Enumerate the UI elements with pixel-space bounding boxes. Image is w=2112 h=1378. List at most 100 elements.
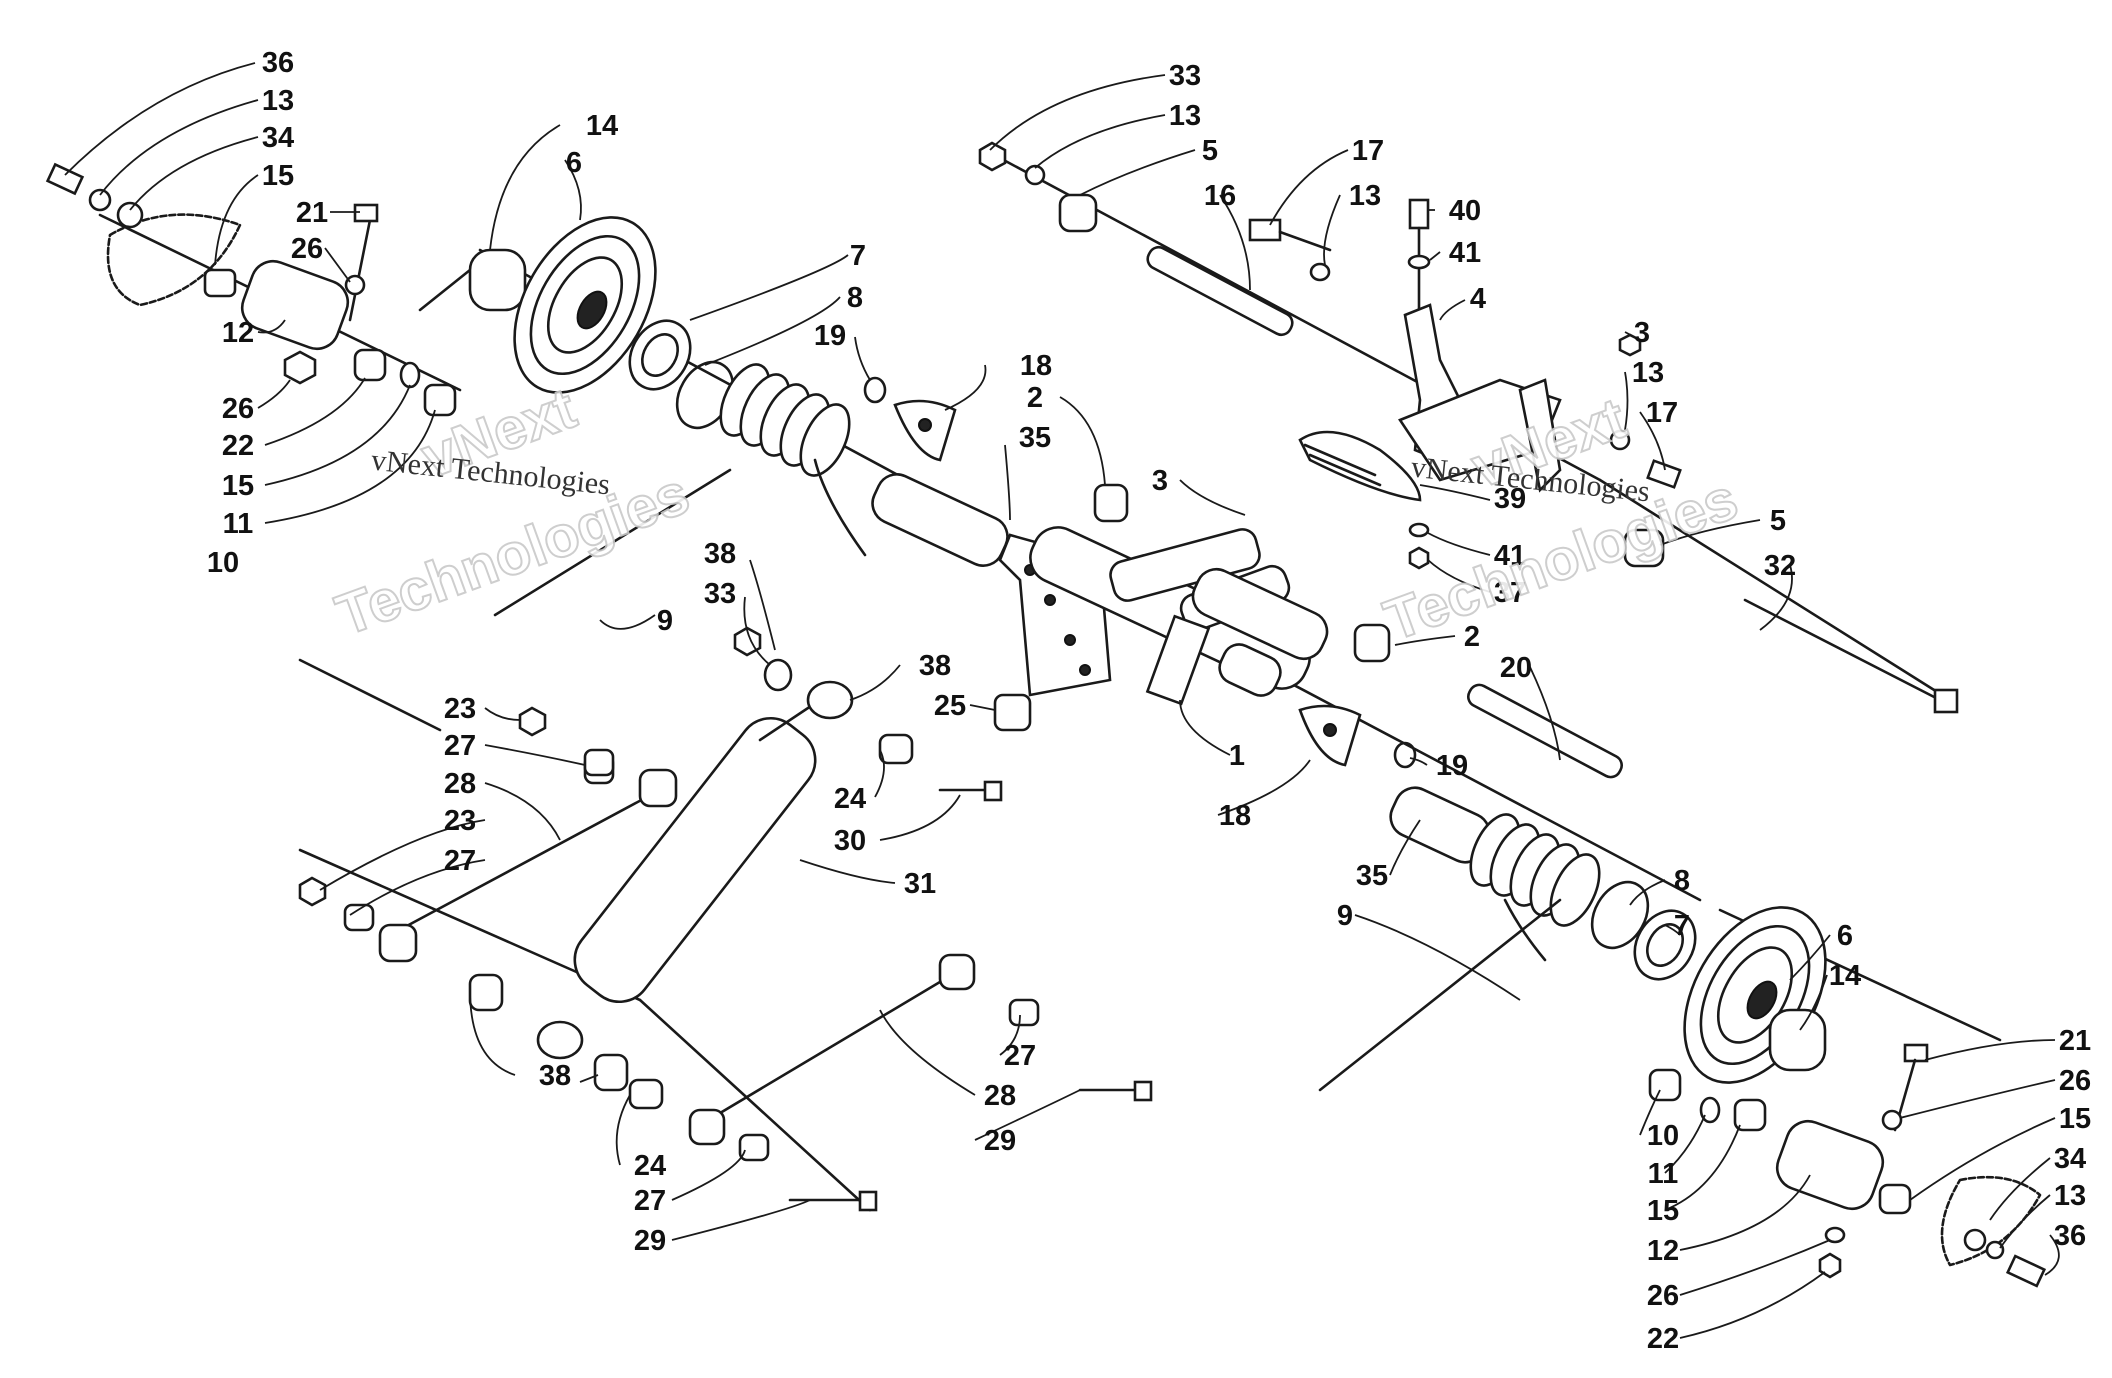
callout-40: 40 (1449, 195, 1481, 227)
bolt-right (2005, 1254, 2047, 1288)
bushing-15-right-b (1878, 1183, 1912, 1215)
rod-16 (1146, 245, 1294, 337)
callout-3: 3 (1152, 465, 1168, 497)
callout-4: 4 (1470, 283, 1486, 315)
right-wheel-hardware (1648, 1043, 2047, 1288)
wheel-hub-block-left (240, 259, 350, 351)
bolt-21-right (1903, 1043, 1929, 1063)
callout-21: 21 (2059, 1025, 2091, 1057)
main-frame-1 (993, 526, 1329, 732)
callout-29: 29 (634, 1225, 666, 1257)
callout-39: 39 (1494, 483, 1526, 515)
callout-37: 37 (1494, 577, 1526, 609)
callout-16: 16 (1204, 180, 1236, 212)
bearing-14-right (1768, 1008, 1827, 1072)
washer-26-left (344, 274, 366, 296)
callout-34: 34 (262, 122, 294, 154)
callout-35: 35 (1356, 860, 1388, 892)
callout-6: 6 (566, 147, 582, 179)
left-wheel-assembly (45, 162, 735, 430)
cap-10-left (423, 383, 457, 417)
callout-22: 22 (1647, 1323, 1679, 1355)
right-spring-assembly (1298, 623, 1827, 1092)
callout-30: 30 (834, 825, 866, 857)
callout-12: 12 (1647, 1235, 1679, 1267)
callout-28: 28 (444, 768, 476, 800)
callout-19: 19 (1436, 750, 1468, 782)
callouts: 36 13 34 15 21 26 12 26 22 15 11 10 14 6… (207, 47, 2091, 1355)
callout-27: 27 (634, 1185, 666, 1217)
callout-5: 5 (1770, 505, 1786, 537)
bushing-15-top (203, 268, 237, 298)
callout-36: 36 (262, 47, 294, 79)
wheel-hub-block-right (1775, 1119, 1885, 1211)
callout-10: 10 (207, 547, 239, 579)
callout-20: 20 (1500, 652, 1532, 684)
callout-38: 38 (539, 1060, 571, 1092)
callout-26: 26 (2059, 1065, 2091, 1097)
callout-36: 36 (2054, 1220, 2086, 1252)
spring-9-right (1318, 813, 1601, 1092)
callout-7: 7 (850, 240, 866, 272)
callout-27: 27 (444, 730, 476, 762)
callout-38: 38 (704, 538, 736, 570)
washer-left (88, 188, 112, 212)
callout-13: 13 (2054, 1180, 2086, 1212)
callout-31: 31 (904, 868, 936, 900)
bushing-15-right-a (1733, 1098, 1767, 1132)
bushing-5-top (1058, 193, 1098, 233)
callout-33: 33 (704, 578, 736, 610)
spring-sleeve-35-left (871, 473, 1009, 567)
callout-9: 9 (1337, 900, 1353, 932)
callout-8: 8 (847, 282, 863, 314)
callout-13: 13 (1169, 100, 1201, 132)
bolt-left (45, 162, 85, 196)
callout-26: 26 (291, 233, 323, 265)
callout-34: 34 (2054, 1143, 2086, 1175)
bracket-side (1518, 378, 1562, 493)
callout-27: 27 (444, 845, 476, 877)
callout-13: 13 (1632, 357, 1664, 389)
upper-shaft-assembly (978, 141, 1959, 779)
bolt-21-left (353, 203, 379, 223)
callout-10: 10 (1647, 1120, 1679, 1152)
bushing-25 (993, 693, 1032, 732)
bushing-15-left (353, 348, 387, 382)
callout-41: 41 (1449, 237, 1481, 269)
callout-21: 21 (296, 197, 328, 229)
callout-6: 6 (1837, 920, 1853, 952)
callout-15: 15 (1647, 1195, 1679, 1227)
callout-14: 14 (586, 110, 618, 142)
shock-absorber-31 (536, 680, 854, 1060)
callout-17: 17 (1352, 135, 1384, 167)
callout-29: 29 (984, 1125, 1016, 1157)
callout-18: 18 (1219, 800, 1251, 832)
callout-25: 25 (934, 690, 966, 722)
callout-15: 15 (2059, 1103, 2091, 1135)
callout-24: 24 (634, 1150, 666, 1182)
link-rods (298, 626, 1153, 1212)
bearing-14-left (468, 248, 527, 312)
callout-23: 23 (444, 805, 476, 837)
leader-lines (64, 62, 2060, 1339)
callout-15: 15 (262, 160, 294, 192)
bushing-5-right (1623, 528, 1665, 568)
callout-9: 9 (657, 605, 673, 637)
callout-11: 11 (1648, 1158, 1679, 1190)
clip-19-left (863, 376, 887, 404)
callout-26: 26 (1647, 1280, 1679, 1312)
scraper-plate-right (1940, 1175, 2042, 1267)
callout-12: 12 (222, 317, 254, 349)
callout-15: 15 (222, 470, 254, 502)
callout-27: 27 (1004, 1040, 1036, 1072)
callout-11: 11 (223, 508, 254, 540)
callout-17: 17 (1646, 397, 1678, 429)
callout-38: 38 (919, 650, 951, 682)
callout-23: 23 (444, 693, 476, 725)
clip-19-right (1393, 741, 1417, 769)
bushing-2-right (1353, 623, 1391, 663)
callout-41: 41 (1494, 540, 1526, 572)
bolt-32 (1743, 598, 1942, 702)
callout-24: 24 (834, 783, 866, 815)
